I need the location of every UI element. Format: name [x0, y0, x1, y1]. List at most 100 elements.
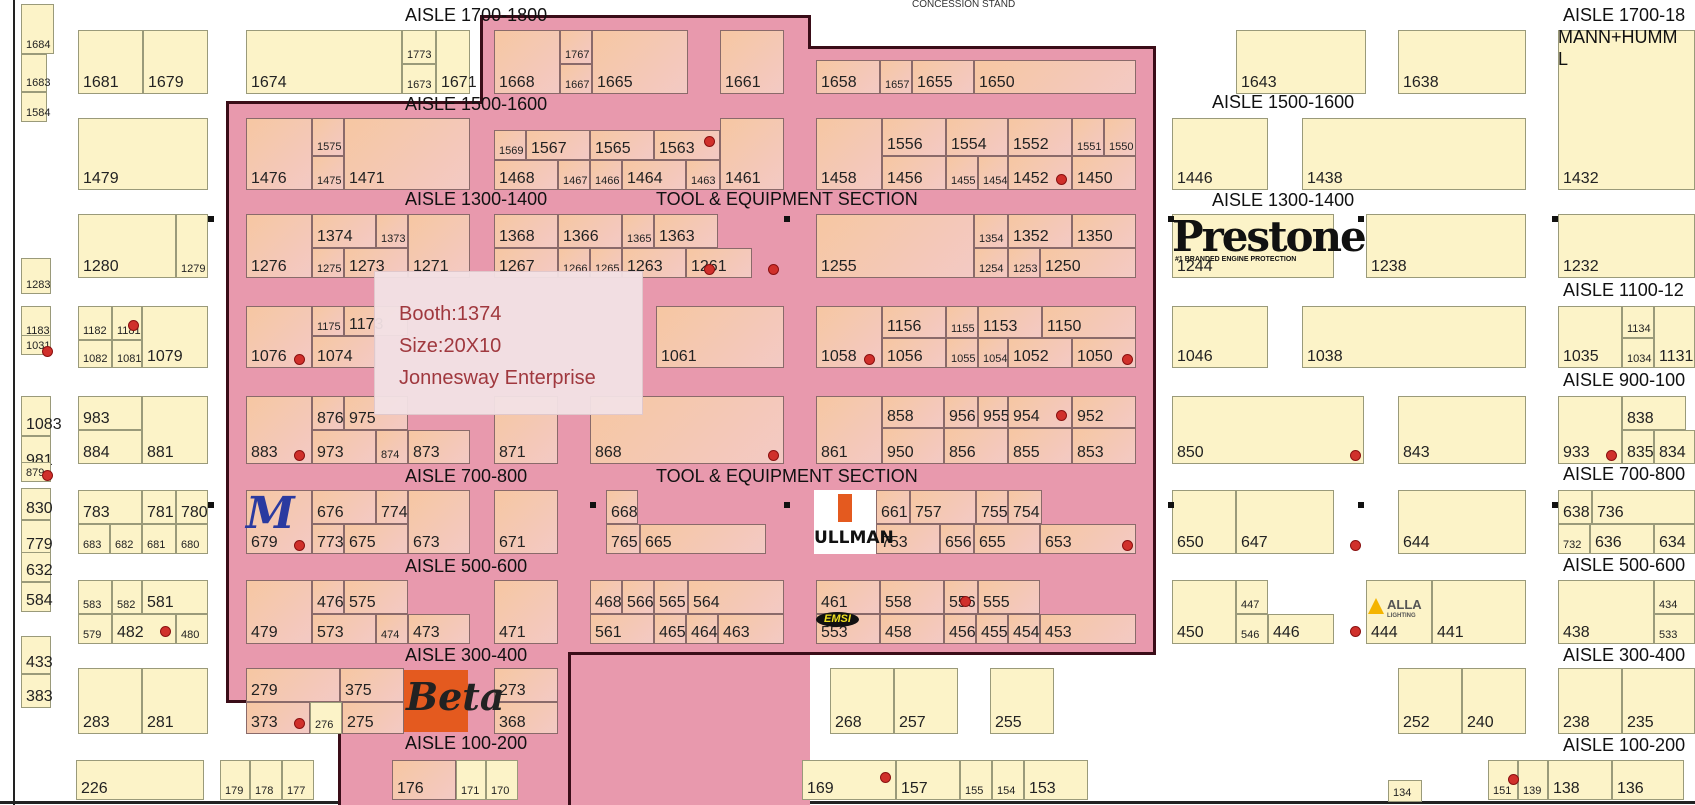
beta-logo-box[interactable]: Beta: [404, 670, 504, 732]
booth-1683[interactable]: 1683: [21, 54, 50, 92]
booth-455[interactable]: 455: [976, 614, 1008, 644]
booth-1232[interactable]: 1232: [1558, 214, 1695, 278]
booth-665[interactable]: 665: [640, 524, 766, 554]
booth-1552[interactable]: 1552: [1008, 118, 1072, 156]
booth-973[interactable]: 973: [312, 430, 376, 464]
booth-456[interactable]: 456: [944, 614, 976, 644]
booth-473[interactable]: 473: [408, 614, 470, 644]
booth-446[interactable]: 446: [1268, 614, 1334, 644]
booth-1280[interactable]: 1280: [78, 214, 176, 278]
booth-757[interactable]: 757: [910, 490, 976, 524]
booth-1056[interactable]: 1056: [882, 338, 946, 368]
booth-653[interactable]: 653: [1040, 524, 1136, 554]
booth-171[interactable]: 171: [456, 760, 486, 800]
booth-956[interactable]: 956: [944, 396, 978, 428]
booth-1055[interactable]: 1055: [946, 338, 978, 368]
jonnesway-logo[interactable]: M: [246, 492, 308, 544]
booth-561[interactable]: 561: [590, 614, 654, 644]
booth-1567[interactable]: 1567: [526, 130, 590, 160]
booth-1432[interactable]: 1432: [1558, 30, 1695, 190]
booth-434[interactable]: 434: [1654, 580, 1695, 614]
booth-170[interactable]: 170: [486, 760, 518, 800]
booth-873[interactable]: 873: [408, 430, 470, 464]
booth-1479[interactable]: 1479: [78, 118, 208, 190]
booth-1565[interactable]: 1565: [590, 130, 654, 160]
booth-1153[interactable]: 1153: [978, 306, 1042, 338]
booth-1476[interactable]: 1476: [246, 118, 312, 190]
booth-1076[interactable]: 1076: [246, 306, 312, 368]
booth-881[interactable]: 881: [142, 396, 208, 464]
booth-1279[interactable]: 1279: [176, 214, 208, 278]
booth-1438[interactable]: 1438: [1302, 118, 1526, 190]
booth-853[interactable]: 853: [1072, 428, 1136, 464]
booth-1471[interactable]: 1471: [344, 118, 470, 190]
booth-1350[interactable]: 1350: [1072, 214, 1136, 248]
booth-383[interactable]: 383: [21, 674, 53, 708]
booth-546[interactable]: 546: [1236, 614, 1268, 644]
booth-275[interactable]: 275: [342, 702, 404, 734]
booth-1655[interactable]: 1655: [912, 60, 974, 94]
booth-1150[interactable]: 1150: [1042, 306, 1136, 338]
booth-441[interactable]: 441: [1432, 580, 1526, 644]
booth-1038[interactable]: 1038: [1302, 306, 1526, 368]
booth-1454[interactable]: 1454: [978, 156, 1008, 190]
booth-1455[interactable]: 1455: [946, 156, 978, 190]
booth-1681[interactable]: 1681: [78, 30, 143, 94]
booth-1271[interactable]: 1271: [408, 214, 470, 278]
booth-558[interactable]: 558: [880, 580, 944, 614]
booth-134[interactable]: 134: [1388, 780, 1422, 802]
booth-178[interactable]: 178: [250, 760, 282, 800]
booth-754[interactable]: 754: [1008, 490, 1042, 524]
booth-238[interactable]: 238: [1558, 668, 1622, 734]
booth-1575[interactable]: 1575: [312, 118, 344, 156]
booth-468[interactable]: 468: [590, 580, 622, 614]
booth-584[interactable]: 584: [21, 582, 53, 612]
booth-565[interactable]: 565: [654, 580, 688, 614]
booth-668[interactable]: 668: [606, 490, 638, 524]
booth-368[interactable]: 368: [494, 702, 558, 734]
booth-276[interactable]: 276: [310, 702, 342, 734]
booth-438[interactable]: 438: [1558, 580, 1654, 644]
booth-838[interactable]: 838: [1622, 396, 1686, 430]
booth-1461[interactable]: 1461: [720, 118, 784, 190]
booth-138[interactable]: 138: [1548, 760, 1612, 800]
booth-179[interactable]: 179: [220, 760, 250, 800]
booth-1584[interactable]: 1584: [21, 92, 50, 122]
booth-1468[interactable]: 1468: [494, 160, 558, 190]
booth-1446[interactable]: 1446: [1172, 118, 1268, 190]
booth-252[interactable]: 252: [1398, 668, 1462, 734]
booth-883[interactable]: 883: [246, 396, 312, 464]
booth-1175[interactable]: 1175: [312, 306, 344, 336]
booth-1034[interactable]: 1034: [1622, 338, 1654, 368]
booth-1373[interactable]: 1373: [376, 214, 408, 248]
booth-874[interactable]: 874: [376, 430, 408, 464]
booth-1365[interactable]: 1365: [622, 214, 654, 248]
booth-155[interactable]: 155: [960, 760, 992, 800]
booth-433[interactable]: 433: [21, 636, 53, 674]
booth-655[interactable]: 655: [974, 524, 1040, 554]
booth-632[interactable]: 632: [21, 552, 53, 582]
booth-1674[interactable]: 1674: [246, 30, 402, 94]
booth-1556[interactable]: 1556: [882, 118, 946, 156]
booth-240[interactable]: 240: [1462, 668, 1526, 734]
booth-1467[interactable]: 1467: [558, 160, 590, 190]
booth-235[interactable]: 235: [1622, 668, 1695, 734]
booth-876[interactable]: 876: [312, 396, 344, 430]
booth-1352[interactable]: 1352: [1008, 214, 1072, 248]
booth-1255[interactable]: 1255: [816, 214, 974, 278]
booth-671[interactable]: 671: [494, 490, 558, 554]
booth-1667[interactable]: 1667: [560, 64, 592, 94]
booth-1551[interactable]: 1551: [1072, 118, 1104, 156]
booth-1658[interactable]: 1658: [816, 60, 880, 94]
booth-644[interactable]: 644: [1398, 490, 1526, 554]
booth-780[interactable]: 780: [176, 490, 208, 524]
booth-1250[interactable]: 1250: [1040, 248, 1136, 278]
booth-1650[interactable]: 1650: [974, 60, 1136, 94]
booth-1554[interactable]: 1554: [946, 118, 1008, 156]
booth-1253[interactable]: 1253: [1008, 248, 1040, 278]
booth-1668[interactable]: 1668: [494, 30, 560, 94]
booth-474[interactable]: 474: [376, 614, 408, 644]
booth-273[interactable]: 273: [494, 668, 558, 702]
booth-856[interactable]: 856: [944, 428, 1008, 464]
